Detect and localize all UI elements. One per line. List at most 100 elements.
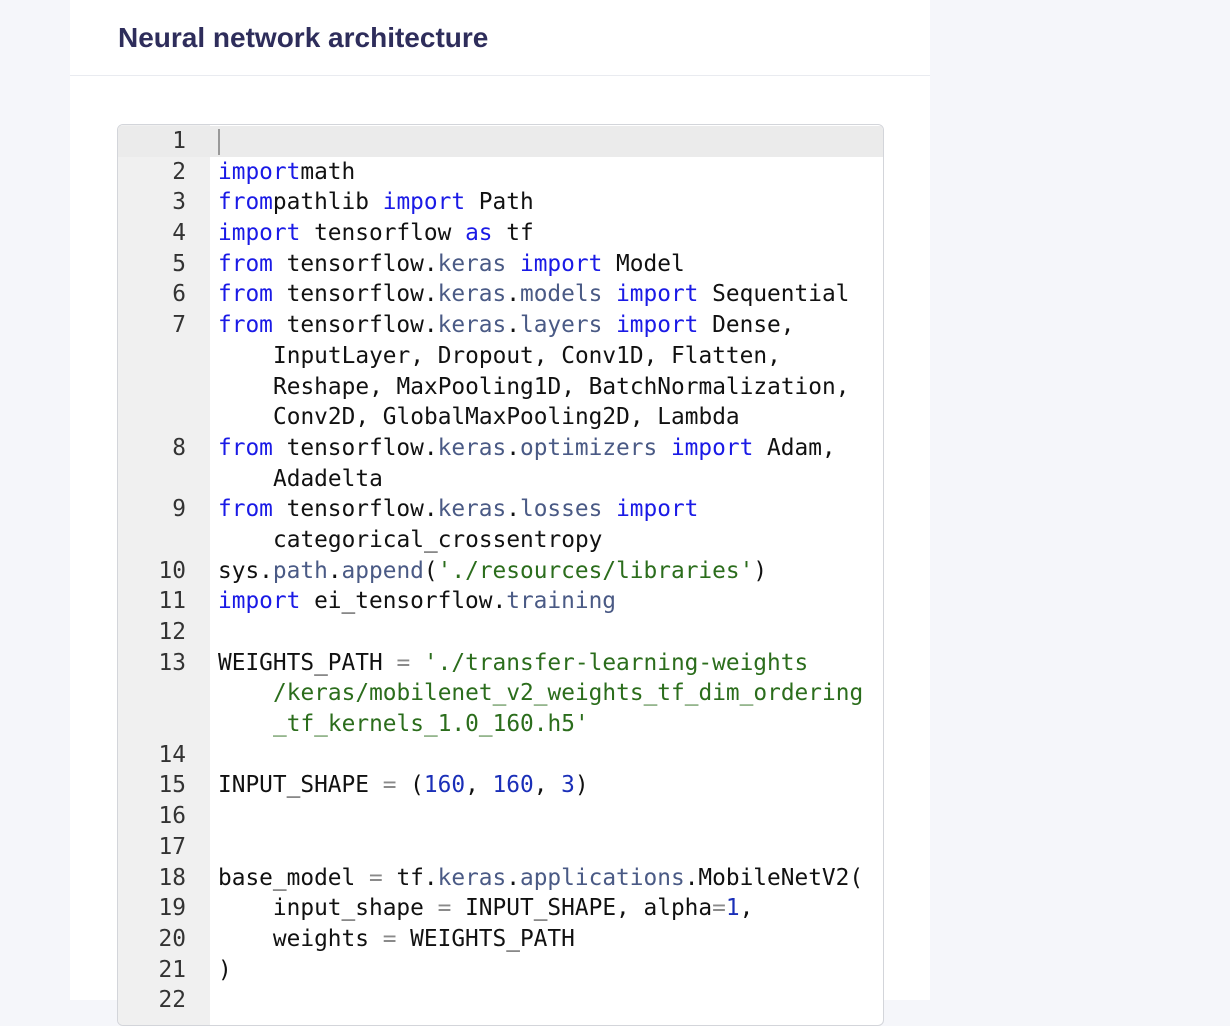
property: keras [437,496,507,523]
line-number: 17 [158,833,186,860]
code-text: _tf_kernels_1.0_160.h5' [218,709,589,740]
line-number: 7 [172,312,186,339]
property: keras [437,434,507,461]
operator: = [382,772,397,799]
number-literal: 1 [725,895,740,922]
code-text: INPUT_SHAPE = (160, 160, 3) [218,770,589,801]
keyword: from [218,434,273,461]
number-literal: 160 [492,772,534,799]
code-text: ) [218,955,232,986]
keyword: import [519,250,603,277]
keyword: import [670,434,754,461]
code-line[interactable]: 22 [118,985,883,1016]
code-text: InputLayer, Dropout, Conv1D, Flatten, [218,341,781,372]
line-number: 12 [158,619,186,645]
code-text: InputLayer, Dropout, Conv1D, Flatten, [273,342,781,369]
property: optimizers [519,434,658,461]
code-text: categorical_crossentropy [218,525,602,556]
code-text: input_shape = INPUT_SHAPE, alpha=1, [218,893,753,924]
string-literal: './transfer-learning-weights [423,649,809,676]
code-line[interactable]: 14 [118,740,883,771]
number-literal: 3 [561,772,575,799]
code-text: Sequential [698,281,850,308]
code-line[interactable]: Reshape, MaxPooling1D, BatchNormalizatio… [118,372,883,403]
line-number: 11 [158,588,186,615]
code-line[interactable]: _tf_kernels_1.0_160.h5' [118,709,883,740]
line-number: 9 [172,496,186,523]
code-line[interactable]: InputLayer, Dropout, Conv1D, Flatten, [118,341,883,372]
keyword: from [218,281,273,308]
operator: = [712,895,726,922]
keyword: import [616,281,699,308]
keyword: as [465,220,493,247]
line-number: 19 [158,895,186,922]
line-number: 14 [158,741,186,768]
line-number: 4 [172,220,186,247]
code-text [657,435,671,461]
code-line[interactable]: 20 weights = WEIGHTS_PATH [118,924,883,955]
code-text: from tensorflow.keras.optimizers import … [218,433,836,464]
string-literal: _tf_kernels_1.0_160.h5' [273,711,589,738]
code-text: ) [218,956,232,983]
property: keras [437,250,507,277]
code-text: math [300,158,356,185]
property: losses [519,496,603,523]
code-text: pathlib [272,189,383,216]
code-line[interactable]: 16 [118,801,883,832]
keyword: import [616,496,699,523]
code-text: Adadelta [218,464,383,495]
code-text: . [327,557,342,584]
code-text: /keras/mobilenet_v2_weights_tf_dim_order… [218,678,863,709]
property: applications [519,864,685,891]
code-text: Adadelta [273,465,383,492]
code-text [506,251,520,277]
code-text: Dense, [698,312,795,339]
property: keras [437,312,507,339]
code-line[interactable]: 19 input_shape = INPUT_SHAPE, alpha=1, [118,893,883,924]
operator: = [382,925,397,952]
operator: = [437,895,452,922]
property: models [519,281,603,308]
code-line[interactable]: /keras/mobilenet_v2_weights_tf_dim_order… [118,678,883,709]
code-text: Conv2D, GlobalMaxPooling2D, Lambda [218,402,740,433]
code-line[interactable]: 12 [118,617,883,648]
code-line[interactable]: 1 [118,126,883,157]
operator: = [396,649,411,676]
string-literal: /keras/mobilenet_v2_weights_tf_dim_order… [273,680,864,707]
line-number: 18 [158,864,186,891]
code-text: INPUT_SHAPE [218,772,383,799]
code-line[interactable]: 17 [118,832,883,863]
text-cursor [218,129,220,155]
line-number-gutter [118,125,210,1025]
code-line[interactable]: Conv2D, GlobalMaxPooling2D, Lambda [118,402,883,433]
code-text: from tensorflow.keras.models import Sequ… [218,279,849,310]
code-line[interactable]: 21) [118,955,883,986]
line-number: 16 [158,803,186,830]
code-line[interactable]: categorical_crossentropy [118,525,883,556]
code-text: Reshape, MaxPooling1D, BatchNormalizatio… [273,373,850,400]
keyword: from [218,189,273,216]
code-text: , [533,772,562,799]
code-text: INPUT_SHAPE, alpha [451,895,713,922]
line-number: 5 [172,250,186,277]
line-number: 13 [158,649,186,676]
code-text: . [506,312,520,339]
code-text: . [506,434,520,461]
code-line[interactable]: Adadelta [118,464,883,495]
code-text: tensorflow. [272,281,438,308]
